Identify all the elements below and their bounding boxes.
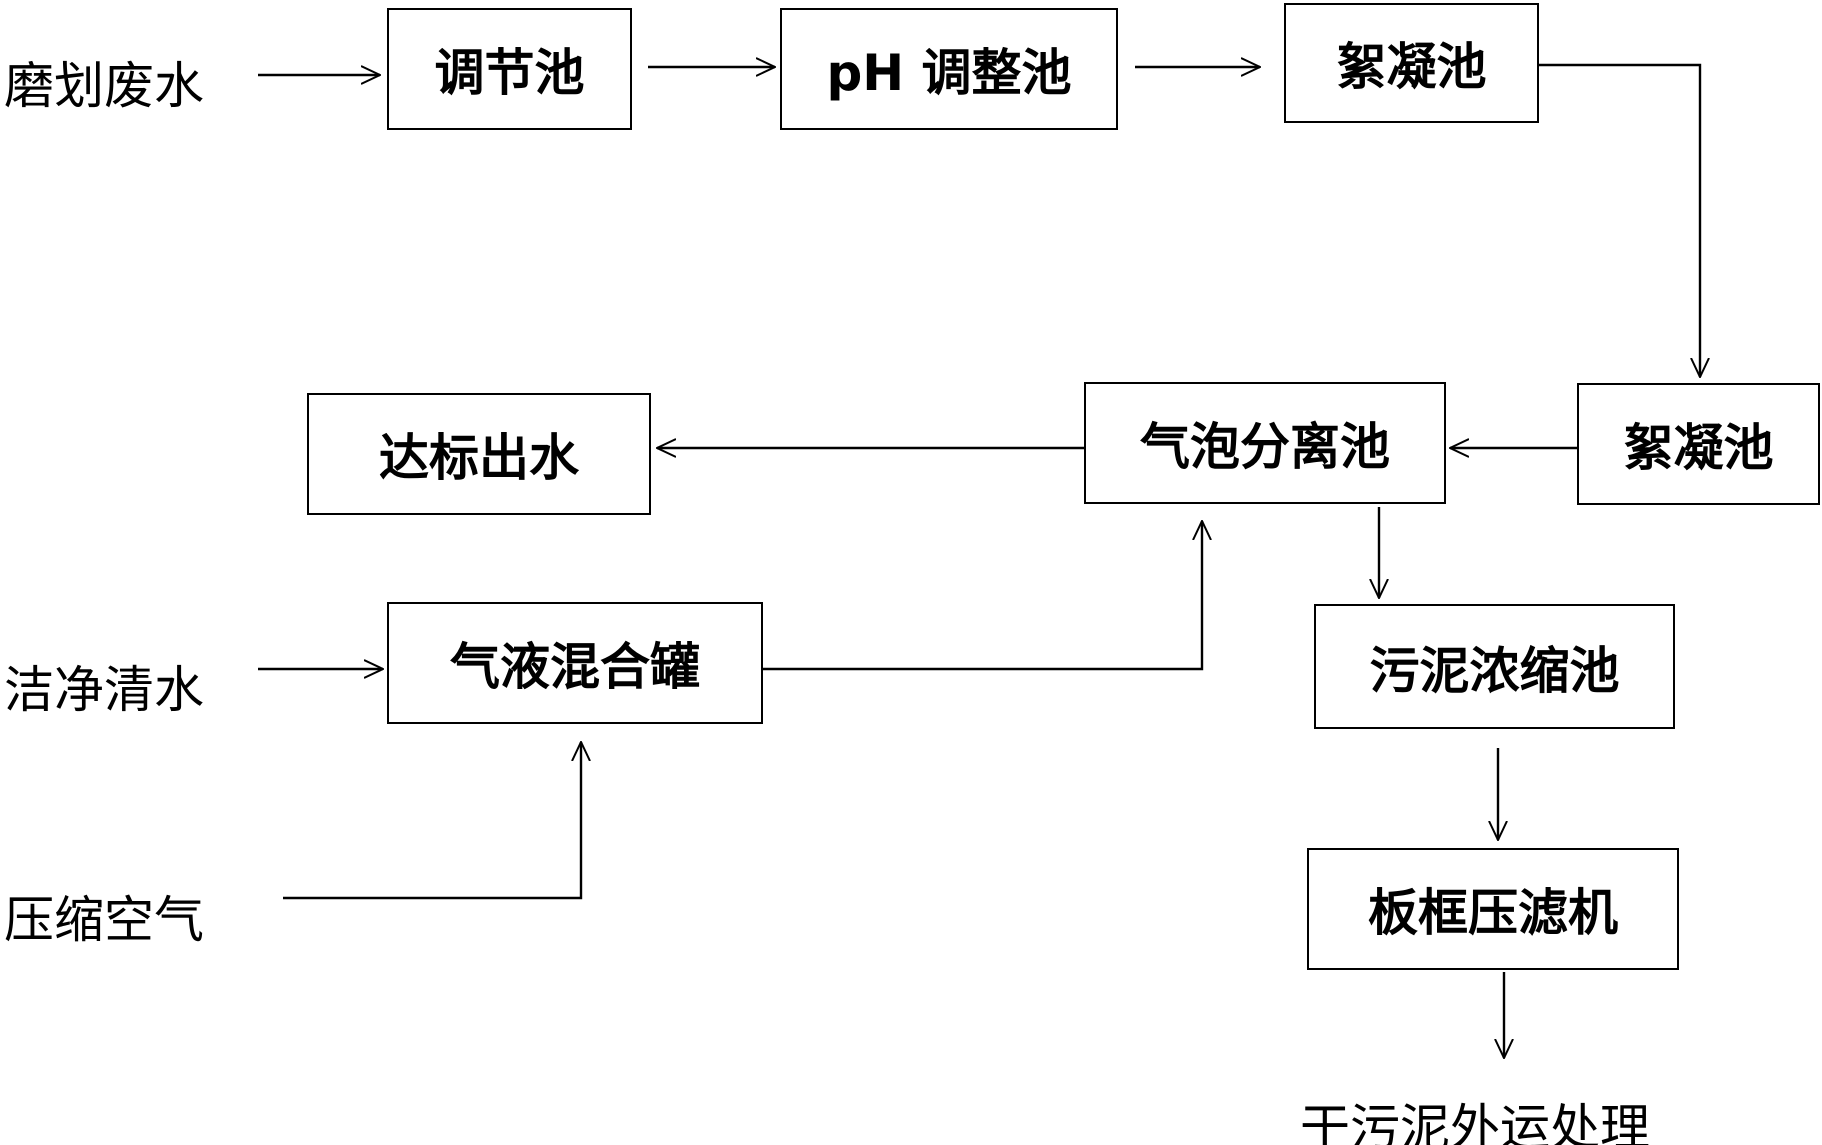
arrow-flocculation-down [1539,63,1700,377]
node-plate-frame-filter-press: 板框压滤机 [1307,848,1679,970]
node-flocculation-tank-2: 絮凝池 [1577,383,1820,505]
arrow-air-to-mixing [283,742,581,900]
node-sludge-thickening-tank: 污泥浓缩池 [1314,604,1675,729]
input-grinding-wastewater: 磨划废水 [4,57,204,115]
arrow-mixing-to-bubble [763,521,1202,671]
input-clean-water: 洁净清水 [4,661,204,719]
node-compliant-effluent: 达标出水 [307,393,651,515]
node-bubble-separation-tank: 气泡分离池 [1084,382,1446,504]
node-gas-liquid-mixing-tank: 气液混合罐 [387,602,763,724]
node-ph-adjustment-tank: pH 调整池 [780,8,1118,130]
node-flocculation-tank-1: 絮凝池 [1284,3,1539,123]
node-regulating-tank: 调节池 [387,8,632,130]
output-dry-sludge: 干污泥外运处理 [1300,1099,1650,1145]
input-compressed-air: 压缩空气 [4,891,204,949]
